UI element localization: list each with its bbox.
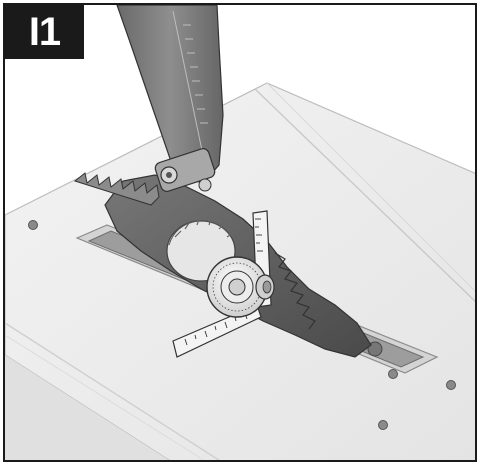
screw-icon	[446, 380, 456, 390]
table-saw-illustration	[5, 5, 475, 460]
figure-frame: I1	[3, 3, 477, 462]
screw-icon	[28, 220, 38, 230]
table-screws	[28, 220, 456, 430]
wrench-handle	[116, 5, 224, 192]
screw-icon	[378, 420, 388, 430]
screw-icon	[388, 369, 398, 379]
angle-protractor	[172, 210, 275, 358]
step-label: I1	[5, 5, 84, 59]
